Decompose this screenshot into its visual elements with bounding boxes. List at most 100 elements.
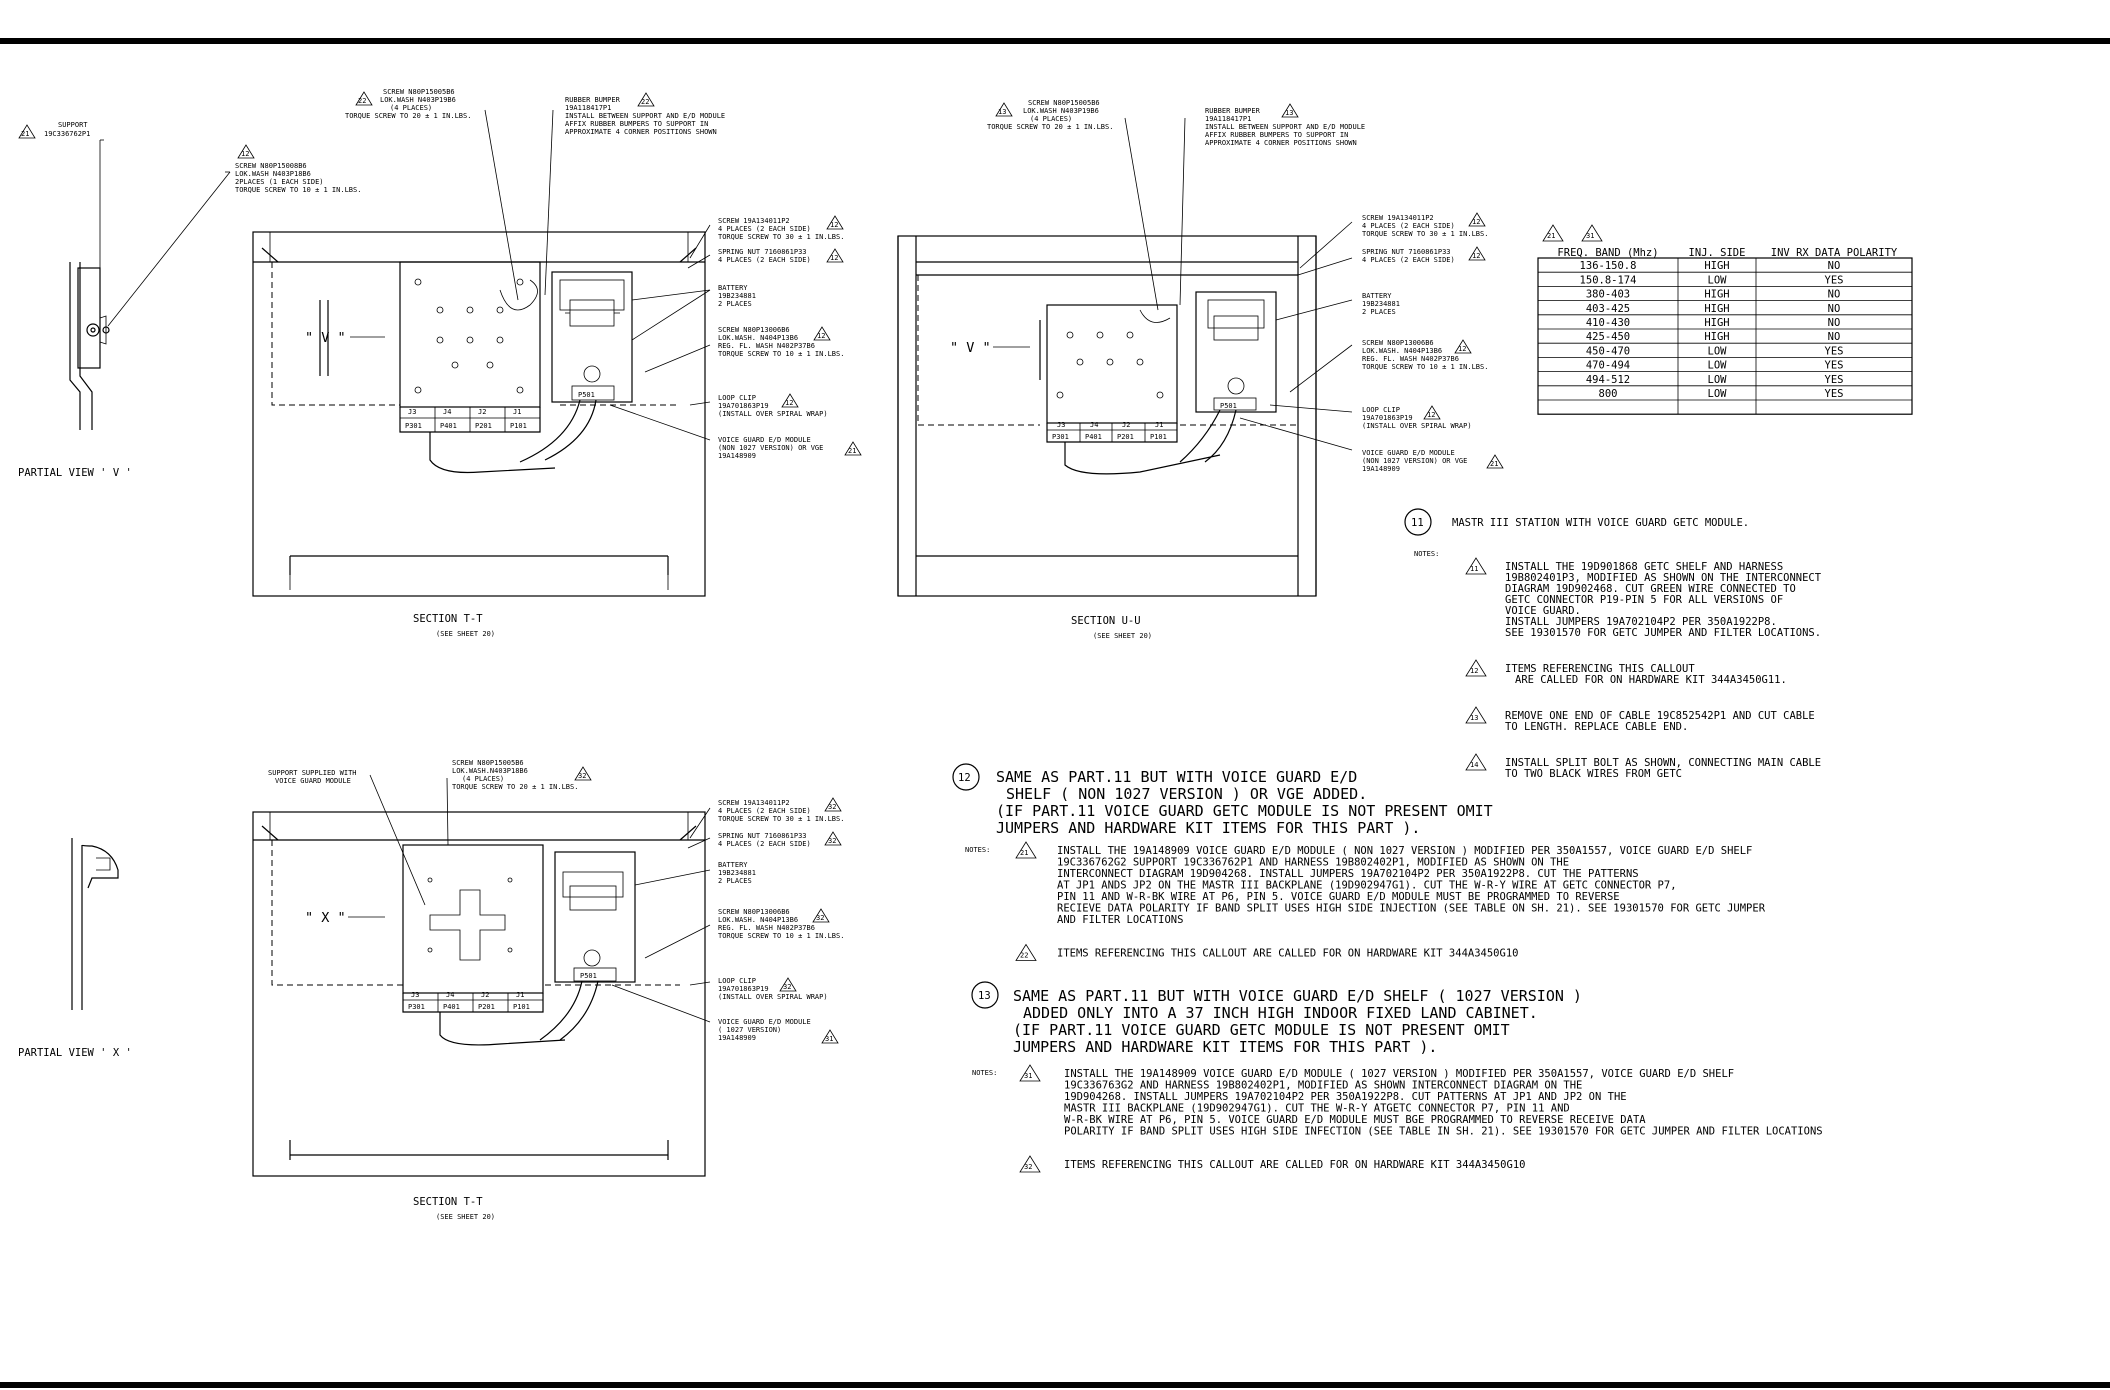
svg-text:VOICE GUARD MODULE: VOICE GUARD MODULE xyxy=(275,777,351,785)
section-tt-bottom: J3 J4 J2 J1 P301 P401 P201 P101 P501 " X… xyxy=(252,759,844,1221)
table-cell: LOW xyxy=(1708,345,1728,357)
svg-text:TORQUE SCREW TO 20 ± 1 IN.LBS.: TORQUE SCREW TO 20 ± 1 IN.LBS. xyxy=(987,123,1113,131)
svg-text:12: 12 xyxy=(1427,411,1435,419)
svg-text:SCREW N80P15008B6: SCREW N80P15008B6 xyxy=(235,162,307,170)
revision-triangle-label: 21 xyxy=(1020,849,1028,857)
svg-text:P101: P101 xyxy=(1150,433,1167,441)
svg-text:SCREW N80P13006B6: SCREW N80P13006B6 xyxy=(718,908,790,916)
revision-triangle-icon xyxy=(1465,706,1487,724)
section-uu-subtitle: (SEE SHEET 20) xyxy=(1093,632,1152,640)
svg-text:P501: P501 xyxy=(578,391,595,399)
svg-text:SPRING NUT 7160861P33: SPRING NUT 7160861P33 xyxy=(718,832,807,840)
svg-text:APPROXIMATE 4 CORNER POSITIONS: APPROXIMATE 4 CORNER POSITIONS SHOWN xyxy=(1205,139,1357,147)
note-line: AT JP1 ANDS JP2 ON THE MASTR III BACKPLA… xyxy=(1057,880,1677,892)
revision-triangle-icon xyxy=(574,766,592,781)
revision-triangle-icon xyxy=(1465,557,1487,575)
part-description-line: JUMPERS AND HARDWARE KIT ITEMS FOR THIS … xyxy=(1013,1038,1437,1056)
svg-text:TORQUE SCREW TO 20 ± 1 IN.LBS.: TORQUE SCREW TO 20 ± 1 IN.LBS. xyxy=(452,783,578,791)
section-tt-bottom-right-callouts: SCREW 19A134011P2 4 PLACES (2 EACH SIDE)… xyxy=(718,797,844,1044)
note-line: GETC CONNECTOR P19-PIN 5 FOR ALL VERSION… xyxy=(1505,594,1783,606)
svg-text:TORQUE SCREW TO 10 ± 1 IN.LBS.: TORQUE SCREW TO 10 ± 1 IN.LBS. xyxy=(718,350,844,358)
svg-text:NOTES:: NOTES: xyxy=(965,846,990,854)
svg-text:SCREW 19A134011P2: SCREW 19A134011P2 xyxy=(1362,214,1434,222)
svg-text:2 PLACES: 2 PLACES xyxy=(718,877,752,885)
part-description-line: SHELF ( NON 1027 VERSION ) OR VGE ADDED. xyxy=(1006,785,1367,803)
table-cell: LOW xyxy=(1708,274,1728,286)
partial-view-v-screw-callout: 12 SCREW N80P15008B6 LOK.WASH N403P18B6 … xyxy=(235,144,361,194)
svg-text:TORQUE SCREW TO 10 ± 1 IN.LBS.: TORQUE SCREW TO 10 ± 1 IN.LBS. xyxy=(718,932,844,940)
revision-triangle-icon xyxy=(1581,224,1603,242)
svg-text:P201: P201 xyxy=(478,1003,495,1011)
revision-triangle-icon xyxy=(1423,405,1441,420)
partial-view-v-support-callout: 21 SUPPORT 19C336762P1 xyxy=(18,121,90,139)
section-tt-bottom-subtitle: (SEE SHEET 20) xyxy=(436,1213,495,1221)
table-cell: 410-430 xyxy=(1586,317,1630,329)
svg-text:LOK.WASH N403P19B6: LOK.WASH N403P19B6 xyxy=(1023,107,1099,115)
revision-triangle-icon xyxy=(826,215,844,230)
table-cell: LOW xyxy=(1708,374,1728,386)
table-cell: HIGH xyxy=(1704,331,1729,343)
part-12-block: 12 SAME AS PART.11 BUT WITH VOICE GUARD … xyxy=(952,763,1766,961)
svg-text:19A701863P19: 19A701863P19 xyxy=(718,402,769,410)
revision-triangle-label: 31 xyxy=(1024,1072,1032,1080)
svg-text:21: 21 xyxy=(1490,460,1498,468)
svg-text:P301: P301 xyxy=(408,1003,425,1011)
svg-text:" V ": " V " xyxy=(950,340,991,356)
svg-text:12: 12 xyxy=(830,254,838,262)
svg-text:32: 32 xyxy=(816,914,824,922)
svg-text:(4 PLACES): (4 PLACES) xyxy=(462,775,504,783)
svg-text:AFFIX RUBBER BUMPERS TO SUPPOR: AFFIX RUBBER BUMPERS TO SUPPORT IN xyxy=(565,120,708,128)
svg-text:J3: J3 xyxy=(411,991,419,999)
svg-text:(INSTALL OVER SPIRAL WRAP): (INSTALL OVER SPIRAL WRAP) xyxy=(718,993,828,1001)
svg-text:SUPPORT: SUPPORT xyxy=(58,121,88,129)
revision-triangle-label: 11 xyxy=(1470,565,1478,573)
svg-text:19C336762P1: 19C336762P1 xyxy=(44,130,90,138)
revision-triangle-label: 12 xyxy=(1470,667,1478,675)
svg-text:BATTERY: BATTERY xyxy=(718,284,748,292)
svg-text:12: 12 xyxy=(241,150,249,158)
svg-text:19A148909: 19A148909 xyxy=(718,452,756,460)
svg-text:SCREW N80P15005B6: SCREW N80P15005B6 xyxy=(452,759,524,767)
svg-text:AFFIX RUBBER BUMPERS TO SUPPOR: AFFIX RUBBER BUMPERS TO SUPPORT IN xyxy=(1205,131,1348,139)
table-header: INV RX DATA POLARITY xyxy=(1771,247,1898,259)
svg-text:19B234881: 19B234881 xyxy=(1362,300,1400,308)
svg-text:LOK.WASH N403P19B6: LOK.WASH N403P19B6 xyxy=(380,96,456,104)
section-tt-top: J3 J4 J2 J1 P301 P401 P201 P101 P501 " V… xyxy=(252,88,862,638)
revision-triangle-label: 13 xyxy=(1470,714,1478,722)
partial-view-x: PARTIAL VIEW ' X ' xyxy=(18,838,132,1059)
note-line: INSTALL THE 19D901868 GETC SHELF AND HAR… xyxy=(1505,561,1783,573)
note-line: 19B802401P3, MODIFIED AS SHOWN ON THE IN… xyxy=(1505,572,1822,584)
svg-text:12: 12 xyxy=(817,332,825,340)
note-line: W-R-BK WIRE AT P6, PIN 5. VOICE GUARD E/… xyxy=(1064,1114,1646,1126)
revision-triangle-icon xyxy=(1465,659,1487,677)
svg-text:12: 12 xyxy=(1458,345,1466,353)
revision-triangle-icon xyxy=(18,124,36,139)
svg-text:13: 13 xyxy=(1285,109,1293,117)
revision-triangle-icon xyxy=(1015,943,1037,961)
svg-text:TORQUE SCREW TO 30 ± 1 IN.LBS.: TORQUE SCREW TO 30 ± 1 IN.LBS. xyxy=(1362,230,1488,238)
revision-triangle-label: 14 xyxy=(1470,761,1478,769)
svg-text:" X ": " X " xyxy=(305,910,346,926)
table-cell: 800 xyxy=(1599,388,1618,400)
svg-text:REG. FL. WASH N402P37B6: REG. FL. WASH N402P37B6 xyxy=(718,924,815,932)
table-cell: NO xyxy=(1828,260,1841,272)
section-uu-title: SECTION U-U xyxy=(1071,615,1141,627)
svg-text:13: 13 xyxy=(998,108,1006,116)
svg-text:TORQUE SCREW TO 10 ± 1 IN.LBS.: TORQUE SCREW TO 10 ± 1 IN.LBS. xyxy=(1362,363,1488,371)
revision-triangle-icon xyxy=(826,248,844,263)
svg-text:INSTALL BETWEEN SUPPORT AND E/: INSTALL BETWEEN SUPPORT AND E/D MODULE xyxy=(1205,123,1365,131)
svg-text:2 PLACES: 2 PLACES xyxy=(1362,308,1396,316)
note-line: POLARITY IF BAND SPLIT USES HIGH SIDE IN… xyxy=(1064,1126,1823,1138)
table-cell: YES xyxy=(1825,274,1844,286)
svg-text:J4: J4 xyxy=(443,408,451,416)
partial-view-v: 21 SUPPORT 19C336762P1 12 SCREW N80P1500… xyxy=(18,121,361,479)
svg-text:31: 31 xyxy=(1586,232,1594,240)
svg-text:32: 32 xyxy=(828,837,836,845)
revision-triangle-icon xyxy=(779,977,797,992)
table-cell: 494-512 xyxy=(1586,374,1630,386)
section-uu-screw-callout: 13 SCREW N80P15005B6 LOK.WASH N403P19B6 … xyxy=(987,99,1113,131)
svg-text:4 PLACES (2 EACH SIDE): 4 PLACES (2 EACH SIDE) xyxy=(718,807,811,815)
table-cell: YES xyxy=(1825,374,1844,386)
note-line: AND FILTER LOCATIONS xyxy=(1057,914,1183,926)
note-line: 19C336763G2 AND HARNESS 19B802402P1, MOD… xyxy=(1064,1080,1582,1092)
